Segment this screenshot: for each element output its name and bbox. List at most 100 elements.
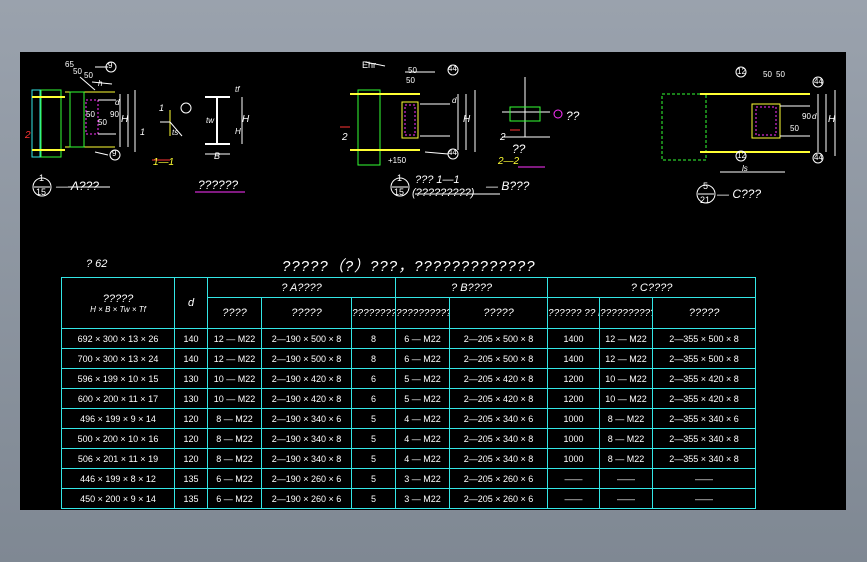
table-cell: 692 × 300 × 13 × 26 [61,328,175,349]
detail-a-caption: ?????? [198,178,239,192]
detail-a-callout-12: 2 [25,130,31,141]
table-cell: 5 [351,488,396,509]
header-section: ????? H × B × Tw × Tf [61,277,175,329]
table-cell: —— [599,468,654,489]
table-cell: 5 [351,408,396,429]
table-cell: 8 — M22 [207,448,262,469]
detail-c-drawing [661,66,836,204]
table-cell: 10 — M22 [207,388,262,409]
table-cell: 12 — M22 [599,348,654,369]
table-cell: 700 × 300 × 13 × 24 [61,348,175,369]
table-cell: 1000 [547,408,601,429]
table-cell: —— [547,468,601,489]
table-cell: 2—190 × 340 × 8 [261,428,352,449]
table-cell: 2—355 × 420 × 8 [652,388,757,409]
table-title: ?????（?）???，????????????? [282,258,536,275]
detail-a-callout-19: H [235,127,241,136]
detail-b-question-b: ?? [512,142,526,156]
header-d: d [174,277,208,329]
table-cell: 2—205 × 260 × 6 [448,488,549,509]
table-cell: 130 [174,388,208,409]
detail-c-callout-0: 12 [737,67,746,76]
table-cell: 1400 [547,348,601,369]
detail-a-callout-14: 1 [159,103,165,113]
table-cell: 140 [174,328,208,349]
subheader-a-weld: ?????????h [351,297,396,329]
detail-b-callout-8: +150 [388,156,407,165]
table-cell: 140 [174,348,208,369]
table-cell: 2—355 × 500 × 8 [652,348,757,369]
header-group-a: ? A???? [207,277,396,298]
table-cell: 3 — M22 [395,488,450,509]
table-cell: 596 × 199 × 10 × 15 [61,368,175,389]
table-cell: 2—355 × 340 × 8 [652,448,757,469]
table-cell: 5 — M22 [395,388,450,409]
table-cell: 6 — M22 [207,488,262,509]
table-cell: 450 × 200 × 9 × 14 [61,488,175,509]
detail-b-callout-3: 44 [448,148,457,157]
subheader-a-bolts: ???? [207,297,262,329]
header-group-c: ? C???? [547,277,757,298]
table-cell: 8 — M22 [599,408,654,429]
table-cell: 1000 [547,428,601,449]
detail-a-callout-9: 50 [86,110,95,119]
subheader-c-plates: ????? [652,297,757,329]
table-cell: 2—190 × 500 × 8 [261,348,352,369]
subheader-a-plates: ????? [261,297,352,329]
table-cell: 120 [174,428,208,449]
table-cell: 5 [351,428,396,449]
table-cell: 120 [174,408,208,429]
table-cell: 12 — M22 [207,328,262,349]
table-cell: 8 — M22 [207,408,262,429]
cad-drawing-canvas[interactable]: 1 15 — A??? 1—1 ?????? 65 50 50 9 9 h H … [20,52,846,510]
subheader-b-plates: ????? [448,297,549,329]
table-cell: 2—190 × 340 × 8 [261,448,352,469]
table-cell: 10 — M22 [207,368,262,389]
table-cell: 1000 [547,448,601,469]
table-cell: 506 × 201 × 11 × 19 [61,448,175,469]
table-cell: 1200 [547,388,601,409]
detail-c-callout-2: 44 [814,77,823,86]
table-cell: 2—355 × 420 × 8 [652,368,757,389]
table-cell: 120 [174,448,208,469]
detail-c-callout-4: 50 [763,70,772,79]
table-cell: 1400 [547,328,601,349]
detail-c-callout-1: 12 [737,151,746,160]
detail-b-caption-bottom: (?????????) [412,187,475,199]
table-cell: 1200 [547,368,601,389]
detail-a-callout-11: 90 [110,110,119,119]
detail-c-callout-9: 50 [790,124,799,133]
detail-b-question-a: ?? [566,109,580,123]
detail-a-callout-1: 50 [73,67,82,76]
table-cell: 2—190 × 420 × 8 [261,368,352,389]
table-cell: 446 × 199 × 8 × 12 [61,468,175,489]
detail-a-drawing [31,61,245,197]
table-cell: 2—190 × 420 × 8 [261,388,352,409]
table-cell: 6 [351,388,396,409]
table-cell: —— [652,468,757,489]
detail-b-callout-ehr: Ehr [362,60,377,70]
table-cell: 10 — M22 [599,388,654,409]
table-cell: 6 — M22 [395,348,450,369]
table-cell: 8 — M22 [599,448,654,469]
table-cell: 130 [174,368,208,389]
detail-c-callout-3: 44 [814,153,823,162]
detail-a-callout-3: 9 [108,61,113,70]
detail-b-callout-1: 50 [406,76,415,85]
table-cell: 8 [351,328,396,349]
detail-a-callout-4: 9 [112,149,117,158]
detail-c-circle-top: 5 [703,181,709,191]
detail-a-callout-6: H [121,114,129,125]
table-cell: 2—190 × 260 × 6 [261,488,352,509]
subheader-c-bolts: ?????????? [599,297,654,329]
table-cell: 5 [351,448,396,469]
table-cell: 2—355 × 500 × 8 [652,328,757,349]
detail-b-callout-7: 2 [500,132,506,143]
table-cell: 2—355 × 340 × 6 [652,408,757,429]
